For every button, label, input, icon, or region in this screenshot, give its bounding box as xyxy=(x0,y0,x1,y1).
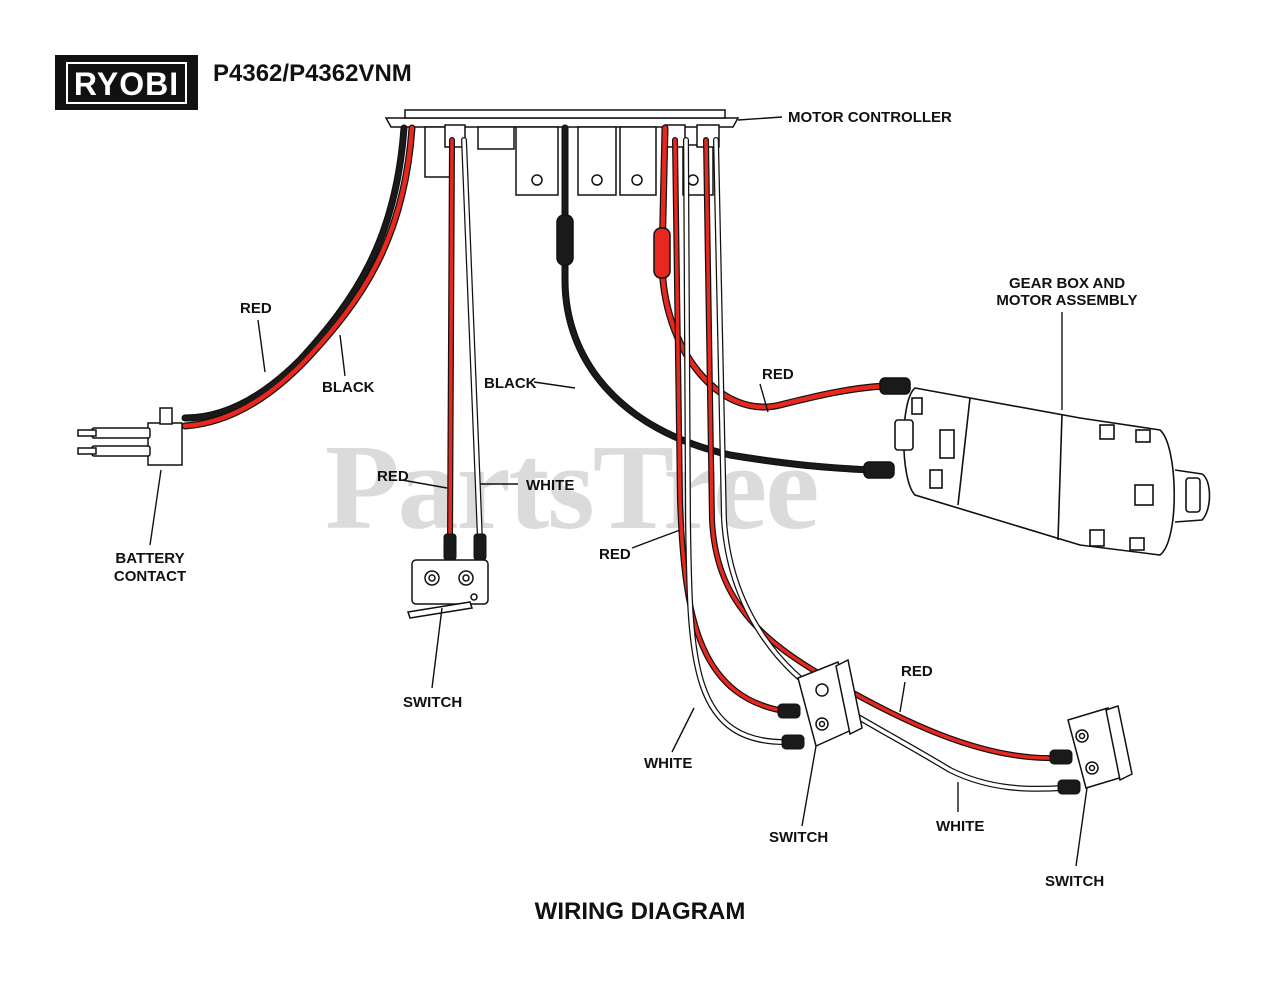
ryobi-logo: RYOBI xyxy=(55,55,198,110)
label-gear-box-line1: GEAR BOX AND xyxy=(1008,275,1126,292)
black-motor-wire xyxy=(556,124,895,479)
motor-controller-board xyxy=(384,109,740,196)
label-white-mid: WHITE xyxy=(644,755,693,772)
logo-text: RYOBI xyxy=(65,61,188,104)
label-black-battery: BLACK xyxy=(322,379,375,396)
switch3-body xyxy=(1067,705,1133,789)
battery-contact xyxy=(77,407,183,466)
label-black-motor: BLACK xyxy=(484,375,537,392)
label-switch2: SWITCH xyxy=(769,829,829,846)
label-red-battery: RED xyxy=(240,300,272,317)
parts-tree-watermark: PartsTree xyxy=(325,420,819,555)
model-number: P4362/P4362VNM xyxy=(213,60,412,87)
switch1-wires xyxy=(443,137,487,561)
switch1-body xyxy=(407,559,489,619)
label-white-switch1: WHITE xyxy=(526,477,575,494)
diagram-caption: WIRING DIAGRAM xyxy=(534,898,746,925)
label-red-mid: RED xyxy=(599,546,631,563)
label-red-switch1: RED xyxy=(377,468,409,485)
switch2-body xyxy=(797,658,863,748)
label-battery-line1: BATTERY xyxy=(115,550,185,567)
label-white-switch3: WHITE xyxy=(936,818,985,835)
label-gear-box-line2: MOTOR ASSEMBLY xyxy=(996,292,1138,309)
gear-box-motor-assembly xyxy=(894,387,1211,556)
label-switch1: SWITCH xyxy=(403,694,463,711)
battery-wires xyxy=(181,124,416,430)
label-switch3: SWITCH xyxy=(1045,873,1105,890)
leader-lines xyxy=(149,116,1088,867)
red-motor-wire xyxy=(653,124,911,411)
label-red-motor: RED xyxy=(762,366,794,383)
label-battery-line2: CONTACT xyxy=(113,568,187,585)
label-red-switch3: RED xyxy=(901,663,933,680)
label-motor-controller: MOTOR CONTROLLER xyxy=(788,109,952,126)
switch-wires-right xyxy=(672,137,1081,795)
